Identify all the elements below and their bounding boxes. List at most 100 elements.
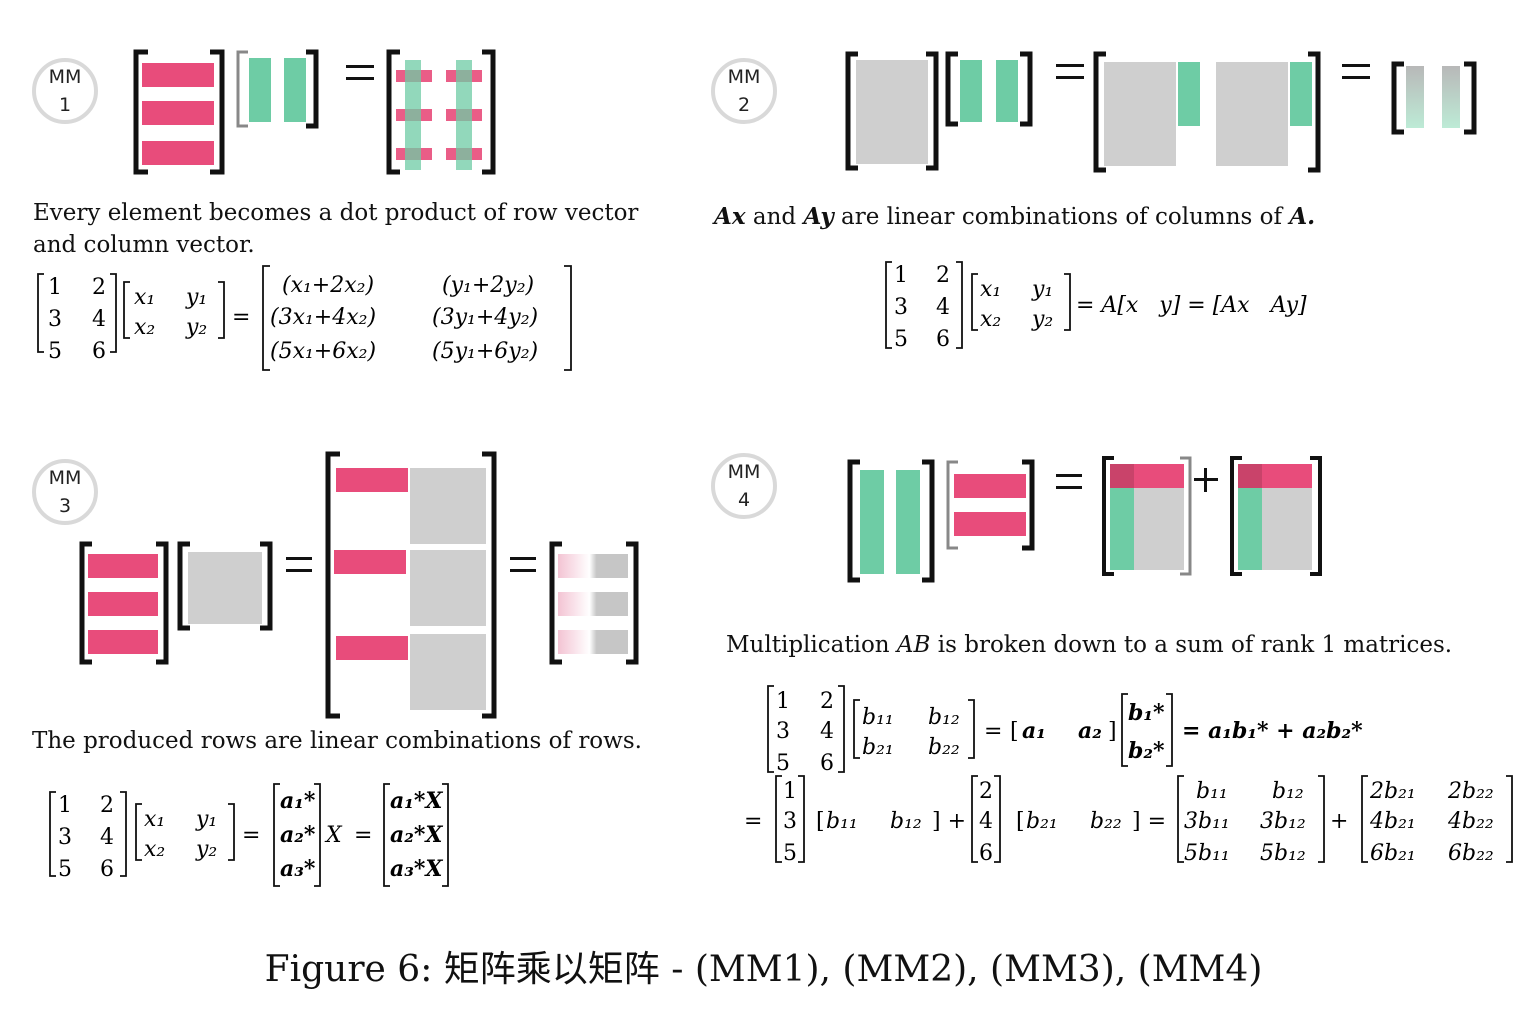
svg-text:] +: ] + [932,809,966,834]
mm3-b21: x₂ [144,837,165,862]
mm2-desc-and: and [752,204,797,230]
mm3-row1: a₁* [280,788,316,814]
mm2-rhs: = A[x y] = [Ax Ay] [1076,293,1307,318]
mm4-b22: b₂₂ [928,735,960,760]
mm4-c2-3: 6 [979,841,993,866]
badge-number: 3 [58,495,72,517]
svg-text:+: + [1330,809,1348,834]
mm4-desc-post: is broken down to a sum of rank 1 matric… [937,632,1453,658]
mm4-b12: b₁₂ [928,705,960,730]
mm4-r1-2: b₁₂ [890,809,922,834]
mm4-description: Multiplication AB is broken down to a su… [726,629,1452,661]
mm4-a32: 6 [820,751,834,776]
mm2-equation: 1 2 3 4 5 6 x₁ y₁ x₂ y₂ = A[x y] = [Ax A… [885,261,1307,352]
mm4-equation-2: = 1 3 5 [ b₁₁ b₁₂ ] + 2 4 6 [ b₂₁ b₂₂ ] … [744,775,1513,866]
mm1-a11: 1 [48,275,62,300]
mm3-a11: 1 [58,793,72,818]
mm4-sum: = a₁b₁* + a₂b₂* [1182,718,1363,744]
mm4-m2-11: 2b₂₁ [1369,779,1416,804]
mm2-b11: x₁ [980,277,1001,302]
mm4-c2-1: 2 [979,779,993,804]
mm4-m1-11: b₁₁ [1196,779,1228,804]
badge-label: MM [727,66,761,88]
svg-text:[: [ [1016,809,1025,834]
mm3-row2: a₂* [280,822,316,848]
mm1-a31: 5 [48,339,62,364]
mm4-r1-1: b₁₁ [826,809,858,834]
mm1-diagram [133,49,496,175]
svg-text:] =: ] = [1132,809,1166,834]
badge-number: 4 [737,489,751,511]
mm3-rowx1: a₁*X [390,788,443,814]
mm4-desc-pre: Multiplication [726,632,890,658]
badge-label: MM [48,467,82,489]
mm1-desc-line2: and column vector. [33,232,255,258]
mm2-desc-ax: Ax [714,203,746,230]
mm2-a31: 5 [894,327,908,352]
svg-text:=: = [354,823,372,848]
mm4-m2-21: 4b₂₁ [1369,809,1416,834]
svg-text:]: ] [1108,719,1117,744]
svg-text:[: [ [1010,719,1019,744]
svg-text:=: = [744,809,762,834]
mm2-diagram [845,51,1477,173]
mm2-b22: y₂ [1031,307,1053,332]
mm2-a32: 6 [936,327,950,352]
badge-number: 1 [58,94,72,116]
mm3-a21: 3 [58,825,72,850]
mm4-a22: 4 [820,719,834,744]
mm2-desc-ay: Ay [803,203,834,230]
mm4-m2-12: 2b₂₂ [1447,779,1494,804]
mm4-c2-2: 4 [979,809,993,834]
mm3-a32: 6 [100,857,114,882]
mm1-r22: (3y₁+4y₂) [432,305,538,330]
mm2-a12: 2 [936,263,950,288]
mm2-desc-rest: are linear combinations of columns of [841,204,1282,230]
mm4-m2-32: 6b₂₂ [1448,841,1494,866]
mm4-m1-22: 3b₁₂ [1260,809,1306,834]
mm1-description: Every element becomes a dot product of r… [33,197,638,261]
mm3-x-label: X [324,823,343,848]
mm4-r2-1: b₂₁ [1026,809,1058,834]
mm2-b21: x₂ [980,307,1001,332]
mm1-a22: 4 [92,307,106,332]
mm3-a22: 4 [100,825,114,850]
svg-text:=: = [242,823,260,848]
mm4-row-b1: b₁* [1128,700,1165,726]
figure-caption: Figure 6: 矩阵乘以矩阵 - (MM1), (MM2), (MM3), … [264,949,1263,990]
svg-text:=: = [232,305,250,330]
mm4-r2-2: b₂₂ [1090,809,1122,834]
mm4-row-b2: b₂* [1128,738,1165,764]
mm4-m1-12: b₁₂ [1272,779,1304,804]
mm3-b22: y₂ [195,837,217,862]
mm1-b12: y₁ [185,285,207,310]
badge-label: MM [48,66,82,88]
mm4-a21: 3 [776,719,790,744]
mm3-rowx2: a₂*X [390,822,443,848]
mm1-r31: (5x₁+6x₂) [270,339,376,364]
mm3-rowx3: a₃*X [390,856,443,882]
mm1-b11: x₁ [134,285,155,310]
mm3-a12: 2 [100,793,114,818]
mm1-equation: 1 2 3 4 5 6 x₁ y₁ x₂ y₂ = (x₁+2x₂) (y₁+2… [37,265,572,371]
mm3-desc-text: The produced rows are linear combination… [32,728,642,754]
mm1-r12: (y₁+2y₂) [442,273,534,298]
mm4-c1-1: 1 [783,779,797,804]
mm4-desc-ab: AB [896,632,931,658]
mm2-a22: 4 [936,295,950,320]
badge-mm2: MM 2 [711,58,777,124]
mm3-a31: 5 [58,857,72,882]
mm1-b21: x₂ [134,315,155,340]
mm1-a32: 6 [92,339,106,364]
mm4-col-a2: a₂ [1078,718,1102,744]
mm3-b11: x₁ [144,807,165,832]
mm4-m1-31: 5b₁₁ [1184,841,1230,866]
svg-text:[: [ [816,809,825,834]
mm4-m1-32: 5b₁₂ [1260,841,1306,866]
mm4-equation-1: 1 2 3 4 5 6 b₁₁ b₁₂ b₂₁ b₂₂ = [ a₁ a₂ ] … [767,685,1363,776]
mm1-a12: 2 [92,275,106,300]
mm2-b12: y₁ [1031,277,1053,302]
mm1-r11: (x₁+2x₂) [282,273,374,298]
mm2-a21: 3 [894,295,908,320]
badge-number: 2 [737,94,751,116]
